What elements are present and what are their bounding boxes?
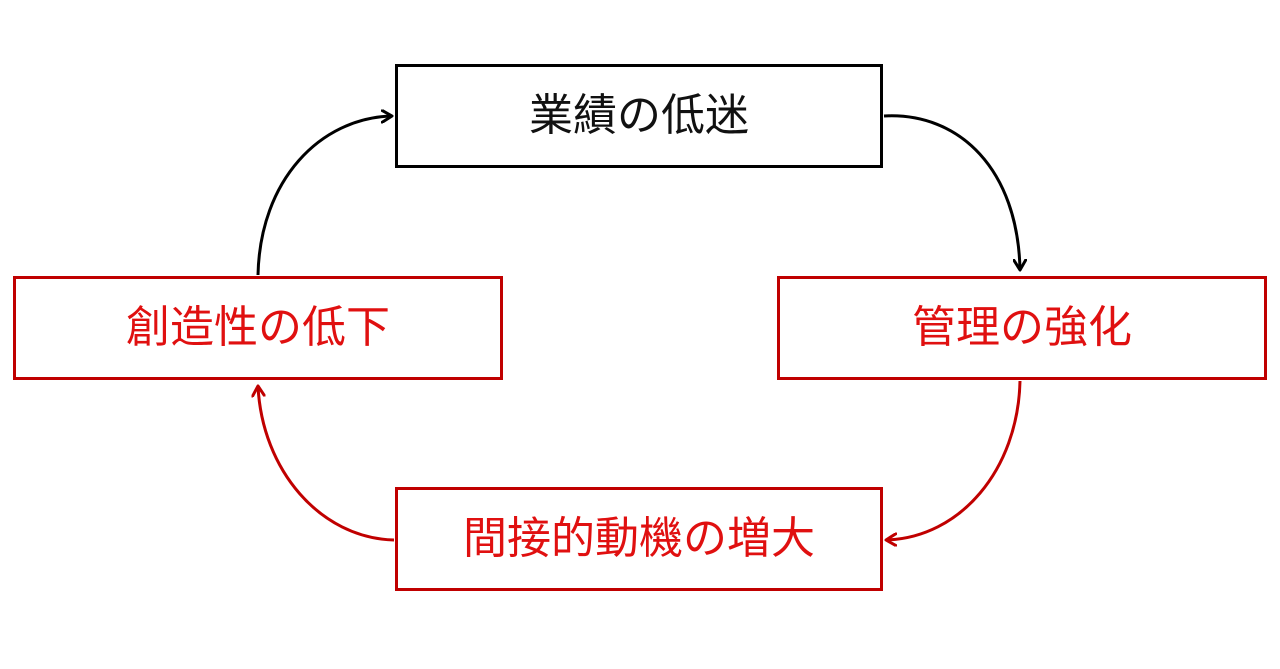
node-label: 業績の低迷 — [529, 90, 749, 141]
node-label: 間接的動機の増大 — [463, 513, 815, 564]
node-label: 管理の強化 — [912, 302, 1132, 353]
arrow-bottom-to-left — [258, 386, 395, 542]
node-creativity-decline: 創造性の低下 — [13, 276, 503, 380]
arrow-right-to-bottom — [886, 380, 1022, 540]
node-label: 創造性の低下 — [126, 302, 390, 353]
node-business-slump: 業績の低迷 — [395, 64, 883, 168]
node-indirect-motivation-increase: 間接的動機の増大 — [395, 487, 883, 591]
arrow-left-to-top — [256, 116, 392, 276]
node-management-strengthening: 管理の強化 — [777, 276, 1267, 380]
arrow-top-to-right — [883, 114, 1020, 270]
